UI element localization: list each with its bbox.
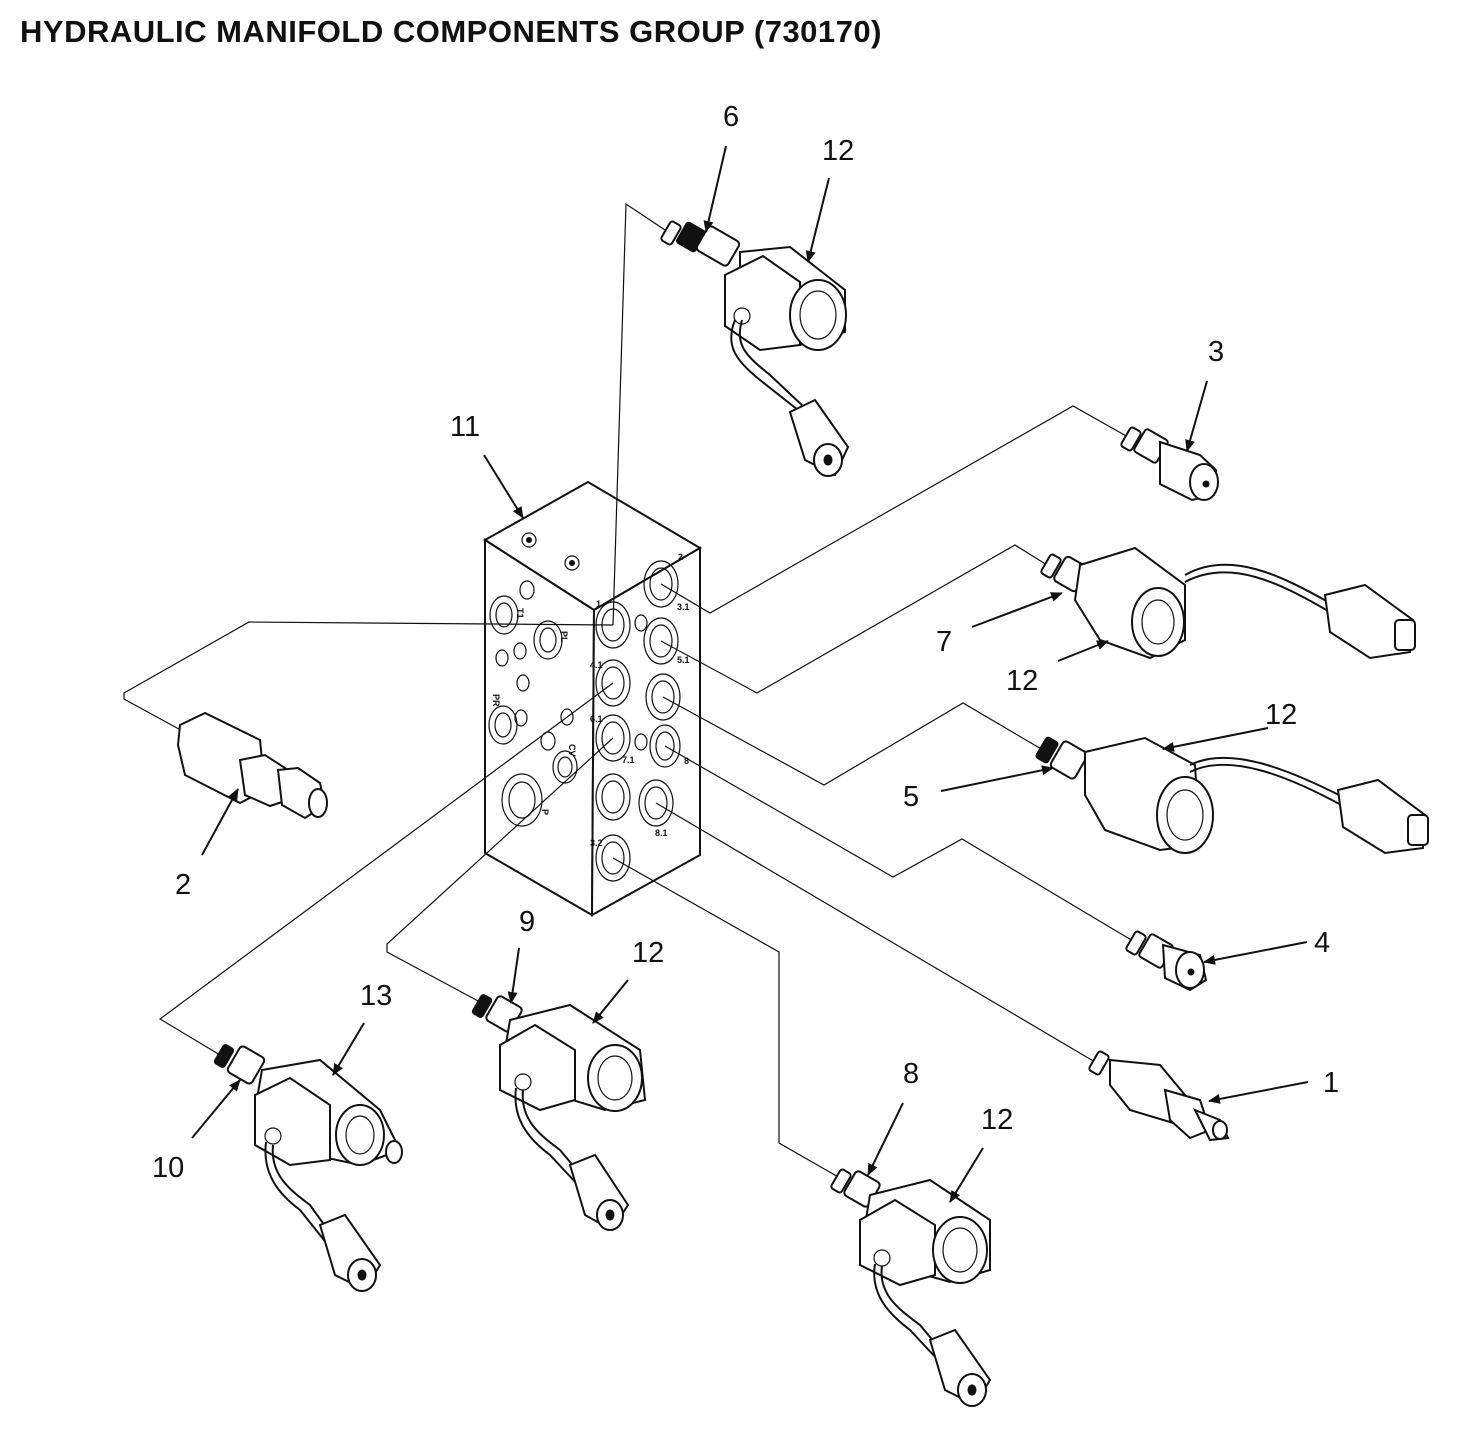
valve-1	[1088, 1050, 1230, 1142]
callout-8: 8	[903, 1058, 919, 1090]
port-label-2: 2	[678, 552, 683, 562]
solenoid-valve-9	[471, 994, 647, 1232]
port-label-pl: PL	[559, 631, 569, 643]
port-label-8-1: 8.1	[655, 828, 668, 838]
pressure-switch-2	[176, 711, 328, 820]
port-label-p: P	[540, 809, 550, 815]
callout-3: 3	[1208, 336, 1224, 368]
solenoid-valve-7	[1040, 546, 1416, 660]
port-label-8: 8	[684, 756, 689, 766]
callout-leaders	[191, 145, 1309, 1203]
page-title: HYDRAULIC MANIFOLD COMPONENTS GROUP (730…	[20, 14, 882, 49]
manifold-block: 1 2 3.1 4.1 5.1 6.1 7.1 8 8.1 3.2 T1 PL …	[483, 480, 702, 917]
callout-12-right-lower: 12	[1265, 699, 1297, 731]
port-label-4-1: 4.1	[590, 660, 603, 670]
callout-9: 9	[519, 906, 535, 938]
port-label-7-1: 7.1	[622, 755, 635, 765]
callout-11: 11	[450, 411, 480, 443]
callout-6: 6	[723, 101, 739, 133]
callout-1: 1	[1323, 1067, 1339, 1099]
callout-12-right-upper: 12	[1006, 665, 1038, 697]
solenoid-valve-10	[213, 1044, 403, 1292]
callout-12-bottom-right: 12	[981, 1104, 1013, 1136]
callout-13: 13	[360, 980, 392, 1012]
callout-4: 4	[1314, 927, 1330, 959]
assembly-lines	[123, 202, 1134, 1179]
port-label-cv: CV	[567, 744, 577, 757]
port-label-3-2: 3.2	[590, 838, 603, 848]
port-label-5-1: 5.1	[677, 655, 690, 665]
callout-12-bottom-mid: 12	[632, 937, 664, 969]
valve-4	[1125, 930, 1208, 992]
port-label-1: 1	[596, 599, 601, 609]
valve-3	[1120, 426, 1219, 502]
port-label-t1: T1	[515, 608, 525, 619]
callout-12-top: 12	[822, 135, 854, 167]
callout-numbers: 6 12 3 11 7 12 12 5 2 4 9 12 13 10 1 8 1…	[152, 101, 1339, 1184]
callout-2: 2	[175, 869, 191, 901]
port-label-6-1: 6.1	[590, 714, 603, 724]
port-label-pr: PR	[491, 694, 501, 707]
port-label-3-1: 3.1	[677, 602, 690, 612]
callout-5: 5	[903, 781, 919, 813]
solenoid-valve-6	[660, 220, 850, 477]
callout-7: 7	[936, 626, 952, 658]
solenoid-valve-8	[830, 1168, 992, 1407]
solenoid-valve-5	[1035, 736, 1429, 855]
callout-10: 10	[152, 1152, 184, 1184]
